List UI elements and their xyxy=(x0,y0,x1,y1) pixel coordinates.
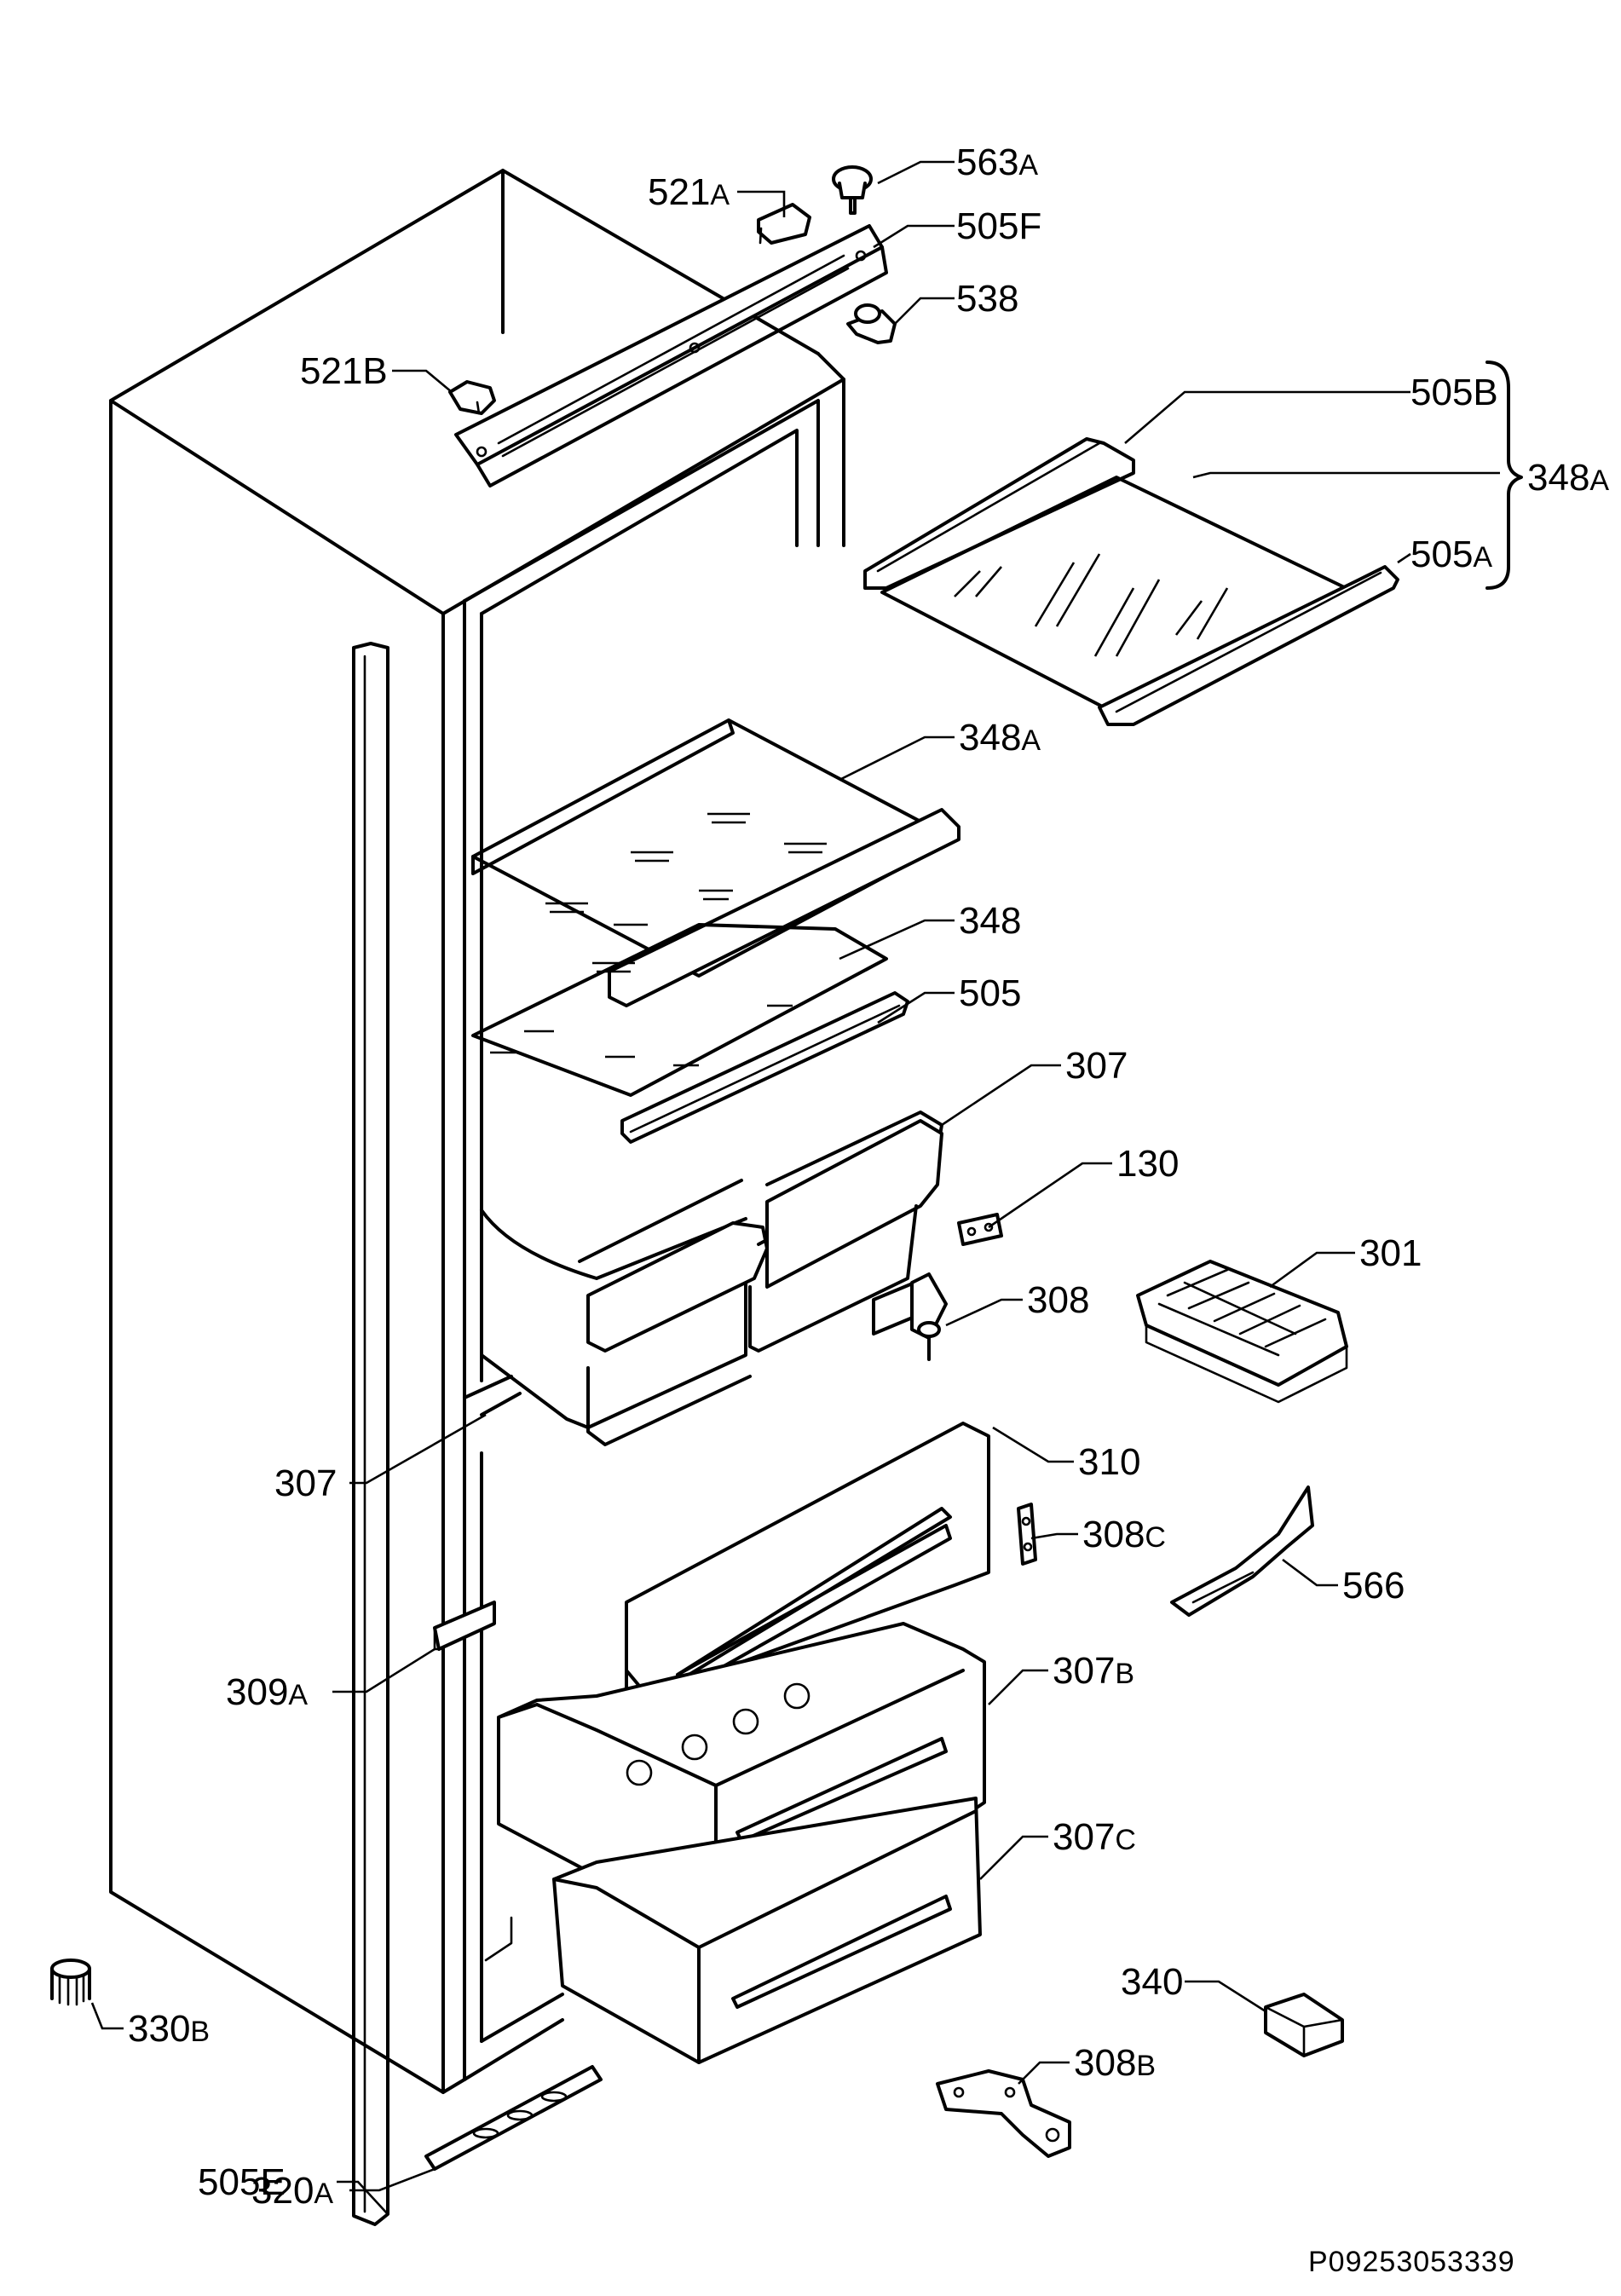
label-348a: 348A xyxy=(959,717,1041,759)
label-308c: 308C xyxy=(1082,1514,1166,1555)
label-538: 538 xyxy=(956,278,1018,320)
ice-cube-tray-301 xyxy=(1136,1260,1348,1404)
label-307-top: 307 xyxy=(1065,1045,1128,1087)
label-521a: 521A xyxy=(648,171,730,213)
hinge-308b xyxy=(936,2069,1071,2158)
label-348: 348 xyxy=(959,900,1021,942)
label-310: 310 xyxy=(1078,1441,1140,1483)
part-130 xyxy=(957,1213,1003,1246)
door-seal-505e xyxy=(352,642,389,2226)
shelf-trim-505 xyxy=(620,991,909,1144)
hinge-cover-521b xyxy=(448,380,496,415)
label-505: 505 xyxy=(959,972,1021,1014)
label-505a: 505A xyxy=(1410,534,1492,575)
freezer-flap-310 xyxy=(625,1422,990,1740)
label-563a: 563A xyxy=(956,141,1038,183)
freezer-drawer-307c xyxy=(552,1797,982,2064)
label-505b: 505B xyxy=(1410,372,1498,413)
glass-shelf-348a-exploded xyxy=(863,437,1399,726)
label-348a-brace: 348A xyxy=(1527,457,1609,499)
adjustable-foot-330b xyxy=(50,1959,91,2006)
label-307c: 307C xyxy=(1053,1816,1136,1858)
hinge-plate-505f xyxy=(454,224,888,487)
glass-shelf-348 xyxy=(471,923,888,1097)
drawing-code: P09253053339 xyxy=(1308,2246,1515,2278)
label-521b: 521B xyxy=(300,350,388,392)
label-301: 301 xyxy=(1359,1232,1422,1274)
label-566: 566 xyxy=(1342,1565,1405,1607)
hinge-308c xyxy=(1017,1503,1037,1566)
screw-563a xyxy=(832,165,873,215)
hinge-pin-538 xyxy=(846,303,897,344)
crisper-drawer-307 xyxy=(480,1111,943,1446)
leader-lines xyxy=(90,160,1500,2215)
cover-340 xyxy=(1264,1993,1344,2057)
label-307-left: 307 xyxy=(274,1462,337,1504)
callout-labels: 563A 521A 505F 538 521B 505B 348A 505A 3… xyxy=(128,141,1609,2278)
label-340: 340 xyxy=(1121,1961,1183,2003)
label-308: 308 xyxy=(1027,1279,1089,1321)
label-505f: 505F xyxy=(956,205,1041,247)
rail-320a xyxy=(424,2065,603,2171)
glass-shelf-348a xyxy=(471,718,960,1007)
cabinet-body xyxy=(109,169,845,2094)
label-130: 130 xyxy=(1116,1143,1179,1185)
label-330b: 330B xyxy=(128,2008,210,2050)
label-307b: 307B xyxy=(1053,1650,1134,1692)
label-309a: 309A xyxy=(226,1671,308,1713)
label-308b: 308B xyxy=(1074,2042,1156,2084)
label-505e: 505E xyxy=(198,2161,286,2203)
label-320a: 320A xyxy=(251,2170,333,2212)
ice-scraper-566 xyxy=(1170,1485,1314,1617)
hinge-cover-521a xyxy=(757,203,811,245)
hinge-308 xyxy=(872,1272,948,1361)
